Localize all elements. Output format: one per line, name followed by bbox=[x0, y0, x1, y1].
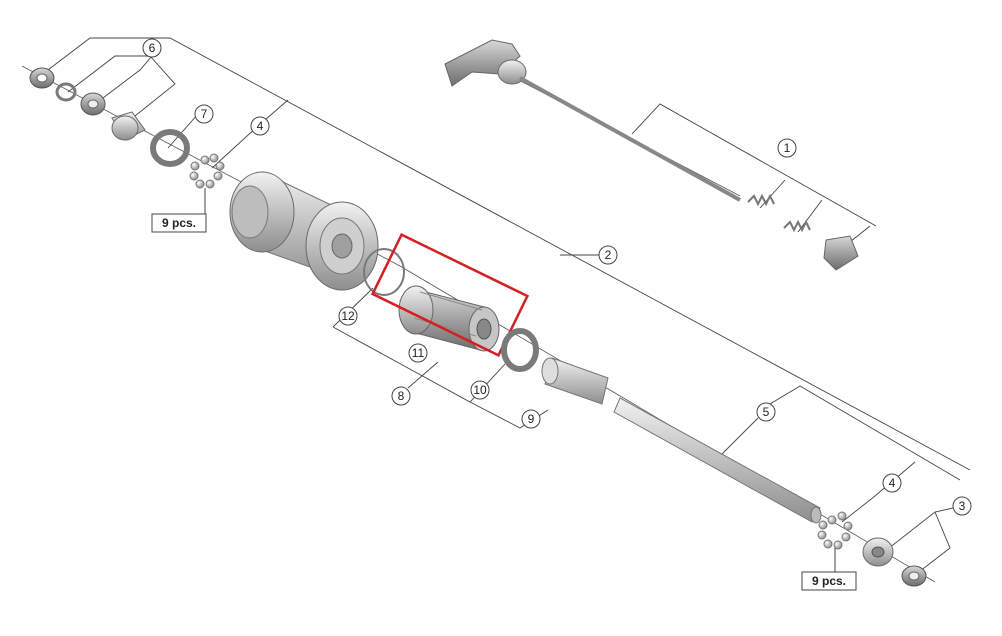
quick-release-lever bbox=[444, 39, 527, 87]
freehub-washer-10 bbox=[501, 328, 539, 372]
highlight-box bbox=[370, 232, 530, 358]
callout-4-top-label: 4 bbox=[257, 119, 264, 133]
callout-4-bottom-label: 4 bbox=[889, 476, 896, 490]
freehub-body bbox=[398, 285, 500, 352]
left-dust-cap-7 bbox=[150, 129, 190, 167]
skewer-nut bbox=[823, 235, 859, 271]
callout-7: 7 bbox=[194, 104, 214, 124]
callout-5: 5 bbox=[756, 402, 776, 422]
callout-10-label: 10 bbox=[473, 383, 487, 397]
left-seal-washer bbox=[29, 67, 55, 89]
axle-5 bbox=[613, 397, 822, 524]
spacer-tube-9 bbox=[541, 357, 609, 405]
callout-2: 2 bbox=[598, 245, 618, 265]
callout-6: 6 bbox=[142, 38, 162, 58]
callout-12: 12 bbox=[338, 306, 358, 326]
right-bearing-balls bbox=[817, 511, 853, 550]
callout-4-top: 4 bbox=[250, 116, 270, 136]
callout-11: 11 bbox=[408, 343, 428, 363]
callout-7-label: 7 bbox=[201, 107, 208, 121]
callout-5-label: 5 bbox=[763, 405, 770, 419]
callout-6-label: 6 bbox=[149, 41, 156, 55]
right-cone bbox=[862, 537, 894, 567]
hub-body bbox=[229, 171, 379, 291]
left-cone bbox=[111, 111, 146, 141]
callout-8: 8 bbox=[391, 386, 411, 406]
hub-seal-ring-12 bbox=[363, 248, 405, 296]
callout-12-label: 12 bbox=[341, 309, 355, 323]
left-locknut bbox=[80, 92, 106, 116]
callout-8-label: 8 bbox=[398, 389, 405, 403]
quantity-label-bottom-text: 9 pcs. bbox=[812, 574, 846, 588]
callout-4-bottom: 4 bbox=[882, 473, 902, 493]
callout-11-label: 11 bbox=[412, 346, 425, 360]
callout-1-label: 1 bbox=[784, 141, 791, 155]
left-bearing-balls bbox=[189, 153, 225, 189]
quantity-label-top: 9 pcs. bbox=[151, 188, 207, 233]
quantity-label-bottom: 9 pcs. bbox=[801, 548, 857, 591]
right-locknut bbox=[901, 565, 927, 587]
callout-3: 3 bbox=[952, 496, 972, 516]
callout-9: 9 bbox=[521, 409, 541, 429]
skewer-spring-left bbox=[747, 193, 775, 207]
skewer-rod bbox=[519, 76, 741, 202]
skewer-spring-right bbox=[783, 219, 811, 233]
callout-2-label: 2 bbox=[605, 248, 612, 262]
callout-3-label: 3 bbox=[959, 499, 966, 513]
left-small-ring bbox=[55, 82, 77, 102]
callout-1: 1 bbox=[777, 138, 797, 158]
leader-lines bbox=[39, 37, 971, 576]
callout-10: 10 bbox=[470, 380, 490, 400]
quantity-label-top-text: 9 pcs. bbox=[162, 216, 196, 230]
callout-9-label: 9 bbox=[528, 412, 535, 426]
